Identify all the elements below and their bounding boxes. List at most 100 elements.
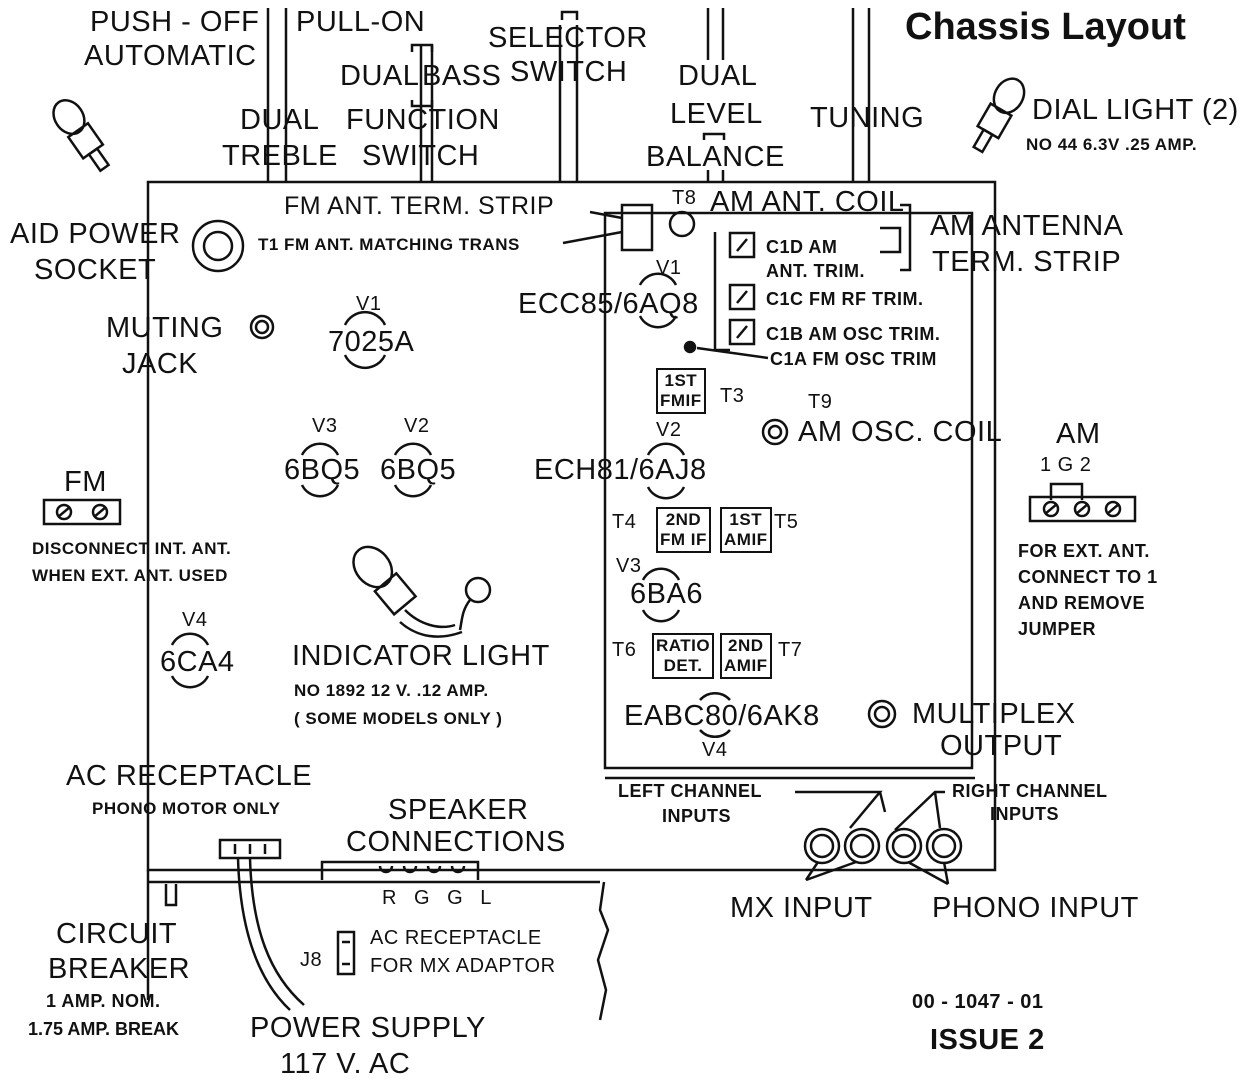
v1-tuner-tube: ECC85/6AQ8 xyxy=(518,288,699,320)
t4-box-line2: FM IF xyxy=(660,530,707,549)
v2-left-tube: 6BQ5 xyxy=(380,454,457,486)
t6-box-line2: DET. xyxy=(663,656,703,675)
power-supply-label: POWER SUPPLY xyxy=(250,1012,486,1044)
t6-label: T6 xyxy=(612,639,637,661)
t4-label: T4 xyxy=(612,511,637,533)
ext-ant-note-4: JUMPER xyxy=(1018,619,1097,639)
chassis-outline xyxy=(146,180,997,872)
push-off-label: PUSH - OFF xyxy=(90,6,260,38)
c1d-label-2: ANT. TRIM. xyxy=(766,261,865,281)
ext-ant-note-2: CONNECT TO 1 xyxy=(1018,567,1158,587)
v4-tuner-tube: EABC80/6AK8 xyxy=(624,700,820,732)
disconnect-note-1: DISCONNECT INT. ANT. xyxy=(32,539,232,558)
am-terminal-numbers: 1 G 2 xyxy=(1040,454,1092,476)
fm-ant-strip-label: FM ANT. TERM. STRIP xyxy=(284,192,555,220)
t6-box-line1: RATIO xyxy=(656,636,711,655)
multiplex-output-label: OUTPUT xyxy=(940,730,1063,762)
indicator-light-note: ( SOME MODELS ONLY ) xyxy=(294,709,503,728)
page-title: Chassis Layout xyxy=(905,6,1186,48)
aid-power-label: AID POWER xyxy=(10,218,181,250)
first-fmif-line2: FMIF xyxy=(660,391,702,410)
breaker-label: BREAKER xyxy=(48,953,191,985)
c1d-label: C1D AM xyxy=(766,237,838,257)
mx-input-label: MX INPUT xyxy=(730,892,873,924)
dual-bass-label-bass: BASS xyxy=(422,60,502,92)
tuner-subchassis xyxy=(603,211,974,770)
power-voltage-label: 117 V. AC xyxy=(280,1048,411,1080)
aid-power-socket xyxy=(191,219,245,273)
ac-receptacle-label: AC RECEPTACLE xyxy=(66,760,313,792)
t5-box-line2: AMIF xyxy=(724,530,768,549)
t7-label: T7 xyxy=(778,639,803,661)
aid-socket-label: SOCKET xyxy=(34,254,157,286)
selector-switch-label: SWITCH xyxy=(510,56,628,88)
v1-left-label: V1 xyxy=(356,293,382,315)
dual-bass-label-dual: DUAL xyxy=(340,60,420,92)
disconnect-note-2: WHEN EXT. ANT. USED xyxy=(32,566,228,585)
dual-level-label-level: LEVEL xyxy=(670,98,763,130)
dial-light-left xyxy=(52,99,111,173)
left-inputs-label-2: INPUTS xyxy=(662,806,732,826)
selector-label: SELECTOR xyxy=(488,22,648,54)
v3-left-label: V3 xyxy=(312,415,338,437)
v1-tuner-label: V1 xyxy=(656,257,682,279)
t4-box: 2ND FM IF xyxy=(656,507,711,553)
t8-label: T8 xyxy=(672,187,697,209)
tuning-label: TUNING xyxy=(810,102,925,134)
t5-box-line1: 1ST xyxy=(729,510,763,529)
multiplex-label: MULTIPLEX xyxy=(912,698,1076,730)
speaker-connections-label: CONNECTIONS xyxy=(346,826,566,858)
v4-left-tube: 6CA4 xyxy=(160,646,235,678)
left-inputs-label: LEFT CHANNEL xyxy=(618,781,762,801)
breaker-nominal: 1 AMP. NOM. xyxy=(46,991,161,1011)
c1b-label: C1B AM OSC TRIM. xyxy=(766,324,941,344)
t7-box: 2ND AMIF xyxy=(720,633,772,679)
v2-tuner-label: V2 xyxy=(656,419,682,441)
breaker-trip: 1.75 AMP. BREAK xyxy=(28,1019,180,1039)
dial-light-label: DIAL LIGHT (2) xyxy=(1032,94,1239,126)
pull-on-label: PULL-ON xyxy=(296,6,426,38)
speaker-label: SPEAKER xyxy=(388,794,529,826)
t1-trans-label: T1 FM ANT. MATCHING TRANS xyxy=(258,235,520,254)
dual-treble-label-dual: DUAL xyxy=(240,104,320,136)
t7-box-line1: 2ND xyxy=(728,636,764,655)
mx-adaptor-label: FOR MX ADAPTOR xyxy=(370,955,556,977)
circuit-breaker-label: CIRCUIT xyxy=(56,918,178,950)
v4-tuner-label: V4 xyxy=(702,739,728,761)
dual-level-label-dual: DUAL xyxy=(678,60,758,92)
muting-jack xyxy=(249,314,275,340)
right-inputs-label-2: INPUTS xyxy=(990,804,1060,824)
v1-left-tube: 7025A xyxy=(328,326,415,358)
v2-tuner-tube: ECH81/6AJ8 xyxy=(534,454,707,486)
ext-ant-note-1: FOR EXT. ANT. xyxy=(1018,541,1150,561)
phono-input-label: PHONO INPUT xyxy=(932,892,1139,924)
first-fmif-box: 1ST FMIF xyxy=(656,368,706,414)
v2-left-label: V2 xyxy=(404,415,430,437)
t6-box: RATIO DET. xyxy=(652,633,715,679)
ext-ant-note-3: AND REMOVE xyxy=(1018,593,1146,613)
dial-light-right xyxy=(971,77,1026,154)
muting-label: MUTING xyxy=(106,312,224,344)
t4-box-line1: 2ND xyxy=(665,510,702,529)
mx-receptacle-label: AC RECEPTACLE xyxy=(370,927,542,949)
first-fmif-line1: 1ST xyxy=(664,371,698,390)
am-antenna-label: AM ANTENNA xyxy=(930,210,1124,242)
t9-label: T9 xyxy=(808,391,833,413)
function-label: FUNCTION xyxy=(346,104,500,136)
indicator-light-spec: NO 1892 12 V. .12 AMP. xyxy=(294,681,489,700)
balance-label: BALANCE xyxy=(646,141,785,173)
am-terminal-label: AM xyxy=(1056,418,1101,450)
c1c-label: C1C FM RF TRIM. xyxy=(766,289,924,309)
automatic-label: AUTOMATIC xyxy=(84,40,257,72)
am-ant-coil-label: AM ANT. COIL xyxy=(710,186,905,218)
dual-treble-label-treble: TREBLE xyxy=(222,140,338,172)
speaker-terminals: R G G L xyxy=(382,887,498,909)
v3-left-tube: 6BQ5 xyxy=(284,454,361,486)
j8-label: J8 xyxy=(300,949,323,971)
phono-motor-label: PHONO MOTOR ONLY xyxy=(92,799,281,818)
jack-label: JACK xyxy=(122,348,199,380)
function-switch-label: SWITCH xyxy=(362,140,480,172)
fm-terminal-label: FM xyxy=(64,466,107,498)
v3-tuner-tube: 6BA6 xyxy=(630,578,703,610)
document-number: 00 - 1047 - 01 xyxy=(912,991,1044,1013)
